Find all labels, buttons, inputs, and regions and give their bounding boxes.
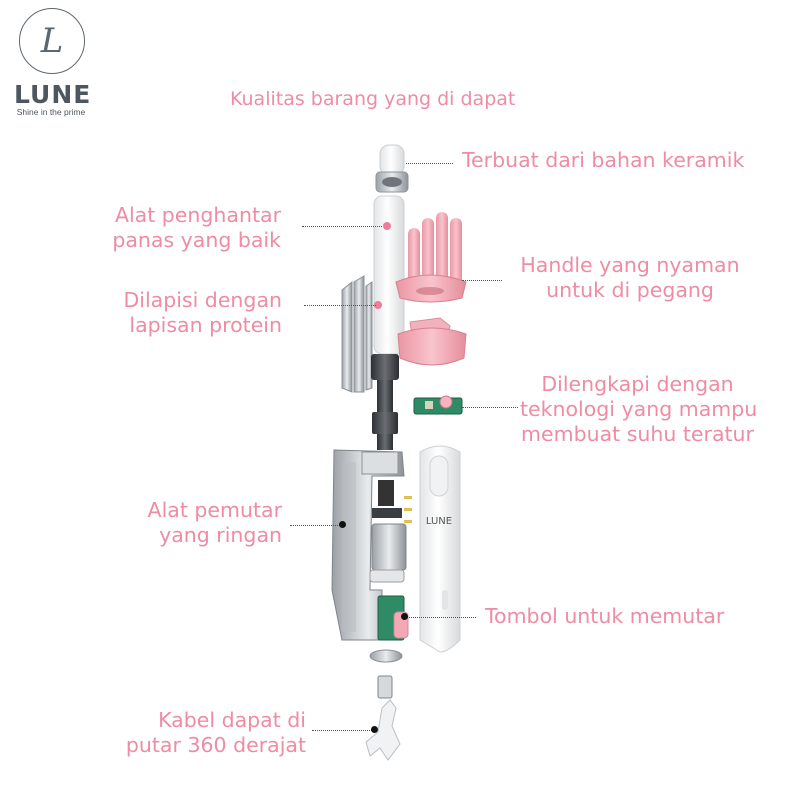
- leader-cable: [312, 730, 372, 731]
- callout-rotator-line2: yang ringan: [159, 523, 282, 547]
- callout-temp-line2: teknologi yang mampu: [520, 397, 758, 421]
- callout-protein-line2: lapisan protein: [129, 313, 282, 337]
- rotate-button-board: [377, 595, 409, 641]
- callout-handle: Handle yang nyaman untuk di pegang: [505, 253, 755, 303]
- pink-comb-handle: [395, 212, 467, 303]
- callout-cable-line2: putar 360 derajat: [125, 733, 306, 757]
- cable-swivel: [365, 649, 403, 761]
- leader-button: [406, 617, 476, 618]
- callout-rotator-line1: Alat pemutar: [147, 498, 282, 522]
- heating-tube: [373, 195, 405, 355]
- temperature-board: [413, 395, 463, 415]
- logo-circle: L: [19, 8, 85, 74]
- logo-letter: L: [40, 21, 64, 61]
- leader-protein: [304, 305, 376, 306]
- callout-protein-line1: Dilapisi dengan: [123, 288, 282, 312]
- motor-assembly: [369, 480, 412, 583]
- callout-button: Tombol untuk memutar: [485, 604, 725, 628]
- leader-handle: [462, 280, 502, 281]
- protein-coated-panels: [341, 275, 373, 393]
- page-title: Kualitas barang yang di dapat: [230, 88, 516, 110]
- callout-dot-button: [401, 613, 408, 620]
- leader-temperature: [462, 407, 518, 408]
- callout-temp-line1: Dilengkapi dengan: [541, 372, 734, 396]
- callout-heat-line2: panas yang baik: [112, 228, 281, 252]
- callout-cable-line1: Kabel dapat di: [158, 708, 306, 732]
- callout-protein: Dilapisi dengan lapisan protein: [96, 288, 282, 338]
- leader-heat: [302, 226, 382, 227]
- handle-logo-text: LUNE: [426, 516, 452, 527]
- callout-handle-line1: Handle yang nyaman: [520, 253, 740, 277]
- brand-name: LUNE: [14, 80, 92, 109]
- brand-logo: L LUNE Shine in the prime: [14, 8, 92, 117]
- callout-ceramic: Terbuat dari bahan keramik: [462, 148, 745, 172]
- white-handle-shell: LUNE: [419, 445, 461, 653]
- callout-dot-cable: [371, 726, 378, 733]
- gray-housing: [331, 449, 405, 641]
- callout-dot-rotator: [339, 521, 346, 528]
- ceramic-cap: [375, 144, 409, 193]
- callout-heat-line1: Alat penghantar: [114, 203, 281, 227]
- callout-heat-conductor: Alat penghantar panas yang baik: [95, 203, 281, 253]
- callout-temperature: Dilengkapi dengan teknologi yang mampu m…: [520, 372, 758, 447]
- pink-base-ring: [397, 317, 467, 366]
- callout-handle-line2: untuk di pegang: [546, 278, 714, 302]
- core-stem: [371, 354, 399, 450]
- leader-ceramic: [406, 163, 453, 164]
- brand-tagline: Shine in the prime: [16, 107, 86, 117]
- leader-rotator: [290, 525, 342, 526]
- callout-temp-line3: membuat suhu teratur: [521, 422, 754, 446]
- callout-cable: Kabel dapat di putar 360 derajat: [100, 708, 306, 758]
- callout-rotator: Alat pemutar yang ringan: [120, 498, 282, 548]
